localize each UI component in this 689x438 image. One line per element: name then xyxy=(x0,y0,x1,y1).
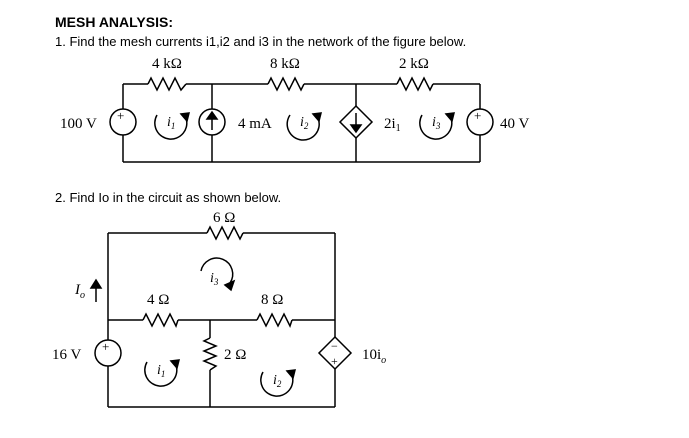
c1-plus-left: + xyxy=(117,108,124,123)
c2-label-io: Io xyxy=(74,282,85,301)
c2-label-2: 2 Ω xyxy=(224,347,246,363)
question-1: 1. Find the mesh currents i1,i2 and i3 i… xyxy=(55,34,467,49)
c1-mesh-label-3: i3 xyxy=(432,115,441,131)
c2-io-arrowhead xyxy=(89,278,103,289)
c1-mesh-arrowhead-3 xyxy=(444,112,455,123)
c2-resistor-8 xyxy=(256,312,293,328)
question-2: 2. Find Io in the circuit as shown below… xyxy=(55,190,282,205)
c1-label-r1: 4 kΩ xyxy=(152,56,182,72)
c2-mesh-label-2: i2 xyxy=(273,373,282,389)
c2-voltage-source-16v xyxy=(94,339,122,367)
c1-dep-arrowhead xyxy=(349,124,363,134)
c2-mesh-arrowhead-3 xyxy=(223,279,236,292)
c2-dep-plus: + xyxy=(331,354,338,368)
c1-voltage-source-100v xyxy=(109,108,137,136)
c2-label-6: 6 Ω xyxy=(213,210,235,226)
c1-mesh-arc-2 xyxy=(286,114,320,141)
c1-resistor-2k xyxy=(396,76,434,92)
c1-label-4ma: 4 mA xyxy=(238,116,272,132)
c1-resistor-4k xyxy=(147,76,187,92)
c1-mesh-arc-1 xyxy=(154,114,188,140)
c2-label-4: 4 Ω xyxy=(147,292,169,308)
c1-dependent-source xyxy=(338,104,374,140)
c1-mesh-arrowhead-1 xyxy=(179,112,190,123)
c2-dep-minus: − xyxy=(331,339,338,353)
c2-label-8: 8 Ω xyxy=(261,292,283,308)
c2-mesh-arc-2 xyxy=(260,371,294,397)
c2-mesh-arrowhead-2 xyxy=(285,369,296,380)
c2-resistor-2 xyxy=(202,337,218,371)
c1-label-r3: 2 kΩ xyxy=(399,56,429,72)
c1-mesh-label-2: i2 xyxy=(300,115,309,131)
c1-label-100v: 100 V xyxy=(60,116,97,132)
c1-label-40v: 40 V xyxy=(500,116,529,132)
c2-label-dep: 10io xyxy=(362,347,386,366)
c2-resistor-4 xyxy=(142,312,179,328)
c2-mesh-label-3: i3 xyxy=(210,271,219,287)
c1-plus-right: + xyxy=(474,108,481,123)
c2-resistor-6 xyxy=(206,225,244,241)
c1-mesh-label-1: i1 xyxy=(167,115,175,131)
c2-mesh-arc-1 xyxy=(144,361,178,387)
c2-plus-left: + xyxy=(102,339,109,354)
c1-label-r2: 8 kΩ xyxy=(270,56,300,72)
c1-cs-arrowhead xyxy=(205,110,219,120)
c1-current-source-4ma xyxy=(198,108,226,136)
circuit-2 xyxy=(89,225,353,408)
c2-mesh-arc-3 xyxy=(200,257,234,284)
c2-label-16v: 16 V xyxy=(52,347,81,363)
page-heading: MESH ANALYSIS: xyxy=(55,14,173,30)
c2-mesh-arrowhead-1 xyxy=(169,359,180,370)
c1-resistor-8k xyxy=(267,76,305,92)
c2-dependent-source xyxy=(317,335,353,371)
c1-label-dep: 2i1 xyxy=(384,116,401,134)
c1-mesh-arrowhead-2 xyxy=(311,112,322,123)
c1-mesh-arc-3 xyxy=(419,114,453,140)
circuit-1 xyxy=(109,76,494,163)
c1-voltage-source-40v xyxy=(466,108,494,136)
c2-mesh-label-1: i1 xyxy=(157,363,165,379)
